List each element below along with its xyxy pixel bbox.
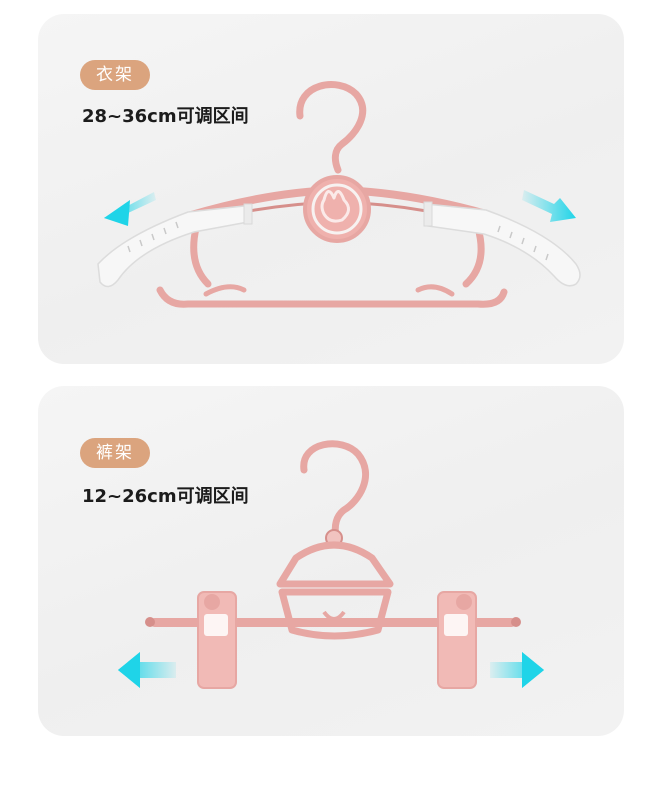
hook-icon xyxy=(296,81,367,174)
right-arm-extension xyxy=(425,203,581,287)
shirt-hanger-tag: 衣架 xyxy=(80,60,150,90)
shirt-hanger-range: 28~36cm可调区间 xyxy=(82,106,249,127)
left-clip xyxy=(197,591,237,689)
shirt-hanger-image xyxy=(97,81,581,308)
left-arm-extension xyxy=(97,205,249,288)
pants-hanger-card: 裤架 12~26cm可调区间 xyxy=(38,386,624,736)
right-clip xyxy=(437,591,477,689)
pants-hanger-image xyxy=(118,440,544,689)
shirt-hanger-card: 衣架 28~36cm可调区间 xyxy=(38,14,624,364)
arrow-right-icon xyxy=(522,190,576,222)
hook-icon xyxy=(300,440,369,540)
pants-hanger-tag: 裤架 xyxy=(80,438,150,468)
pants-hanger-range: 12~26cm可调区间 xyxy=(82,486,249,507)
bunny-logo-icon xyxy=(320,190,350,223)
